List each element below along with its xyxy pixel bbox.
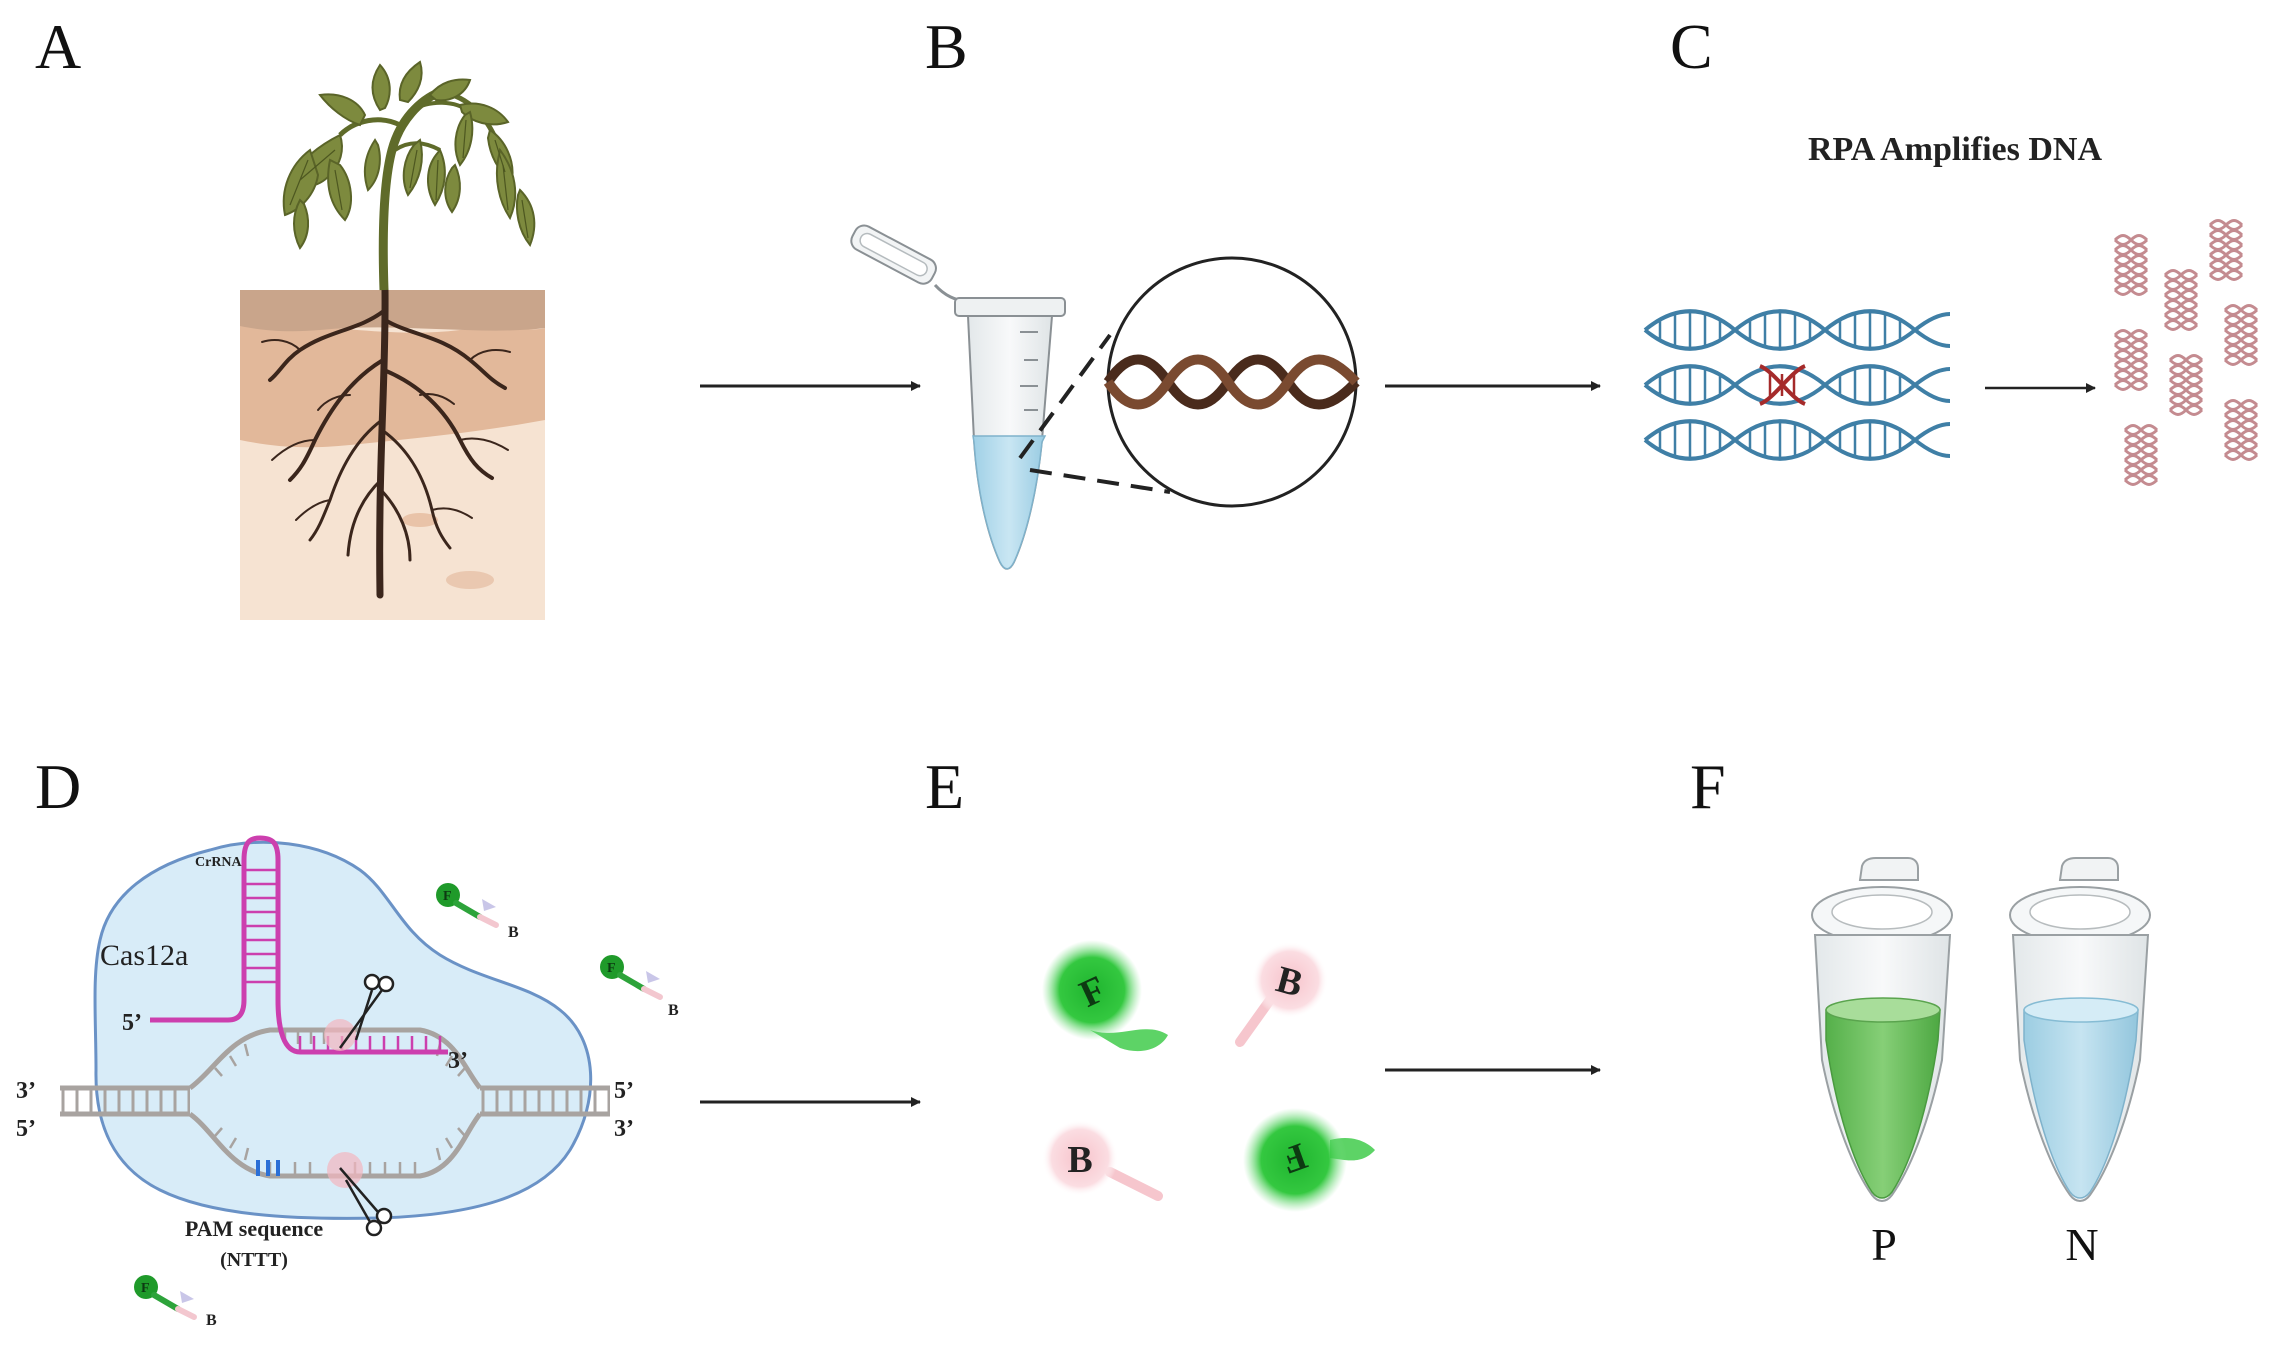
helix-row-bottom <box>1643 419 1951 461</box>
negative-label: N <box>2065 1219 2098 1270</box>
reporter-probe-icon: F B <box>436 883 519 941</box>
probe-f-label: F <box>607 961 616 976</box>
roots <box>261 286 511 599</box>
leaf-veins <box>289 119 529 239</box>
panel-f-letter: F <box>1690 751 1726 822</box>
panel-d: D <box>16 751 679 1329</box>
panel-f: F P N <box>1690 751 2151 1270</box>
negative-tube-icon <box>2009 857 2151 1202</box>
quencher-label: B <box>1067 1139 1092 1181</box>
target-dna <box>60 1027 610 1188</box>
scissors-icon <box>339 1167 393 1237</box>
leaves <box>282 60 536 250</box>
base-pairs <box>1658 312 1902 458</box>
reporter-probe-icon: F B <box>600 955 679 1019</box>
quencher-icon: B <box>1235 942 1328 1047</box>
panel-a-letter: A <box>35 11 81 82</box>
microtube-icon <box>850 224 1066 570</box>
dna-left-top-label: 3’ <box>16 1078 36 1104</box>
probe-f-label: F <box>443 889 452 904</box>
cas12a-label: Cas12a <box>100 939 188 972</box>
crrna <box>150 835 448 1055</box>
panel-b-letter: B <box>925 11 968 82</box>
dna-left-bottom-label: 5’ <box>16 1116 36 1142</box>
crrna-five-prime-label: 5’ <box>122 1010 142 1036</box>
scissors-icon <box>338 973 395 1049</box>
magnifier-circle <box>1103 256 1360 508</box>
helix-row-top <box>1643 309 1951 351</box>
quencher-icon: B <box>1042 1120 1163 1201</box>
fluorophore-icon: F <box>1042 940 1168 1052</box>
zoom-line <box>1018 333 1112 460</box>
cut-site-glow <box>327 1152 363 1188</box>
pebble <box>402 513 438 527</box>
amplicon-icon <box>2113 219 2259 486</box>
panel-e: E F B B F <box>925 751 1375 1212</box>
panel-c-title: RPA Amplifies DNA <box>1808 131 2102 168</box>
target-segment <box>1759 364 1806 406</box>
probe-b-label: B <box>668 1002 679 1019</box>
panel-c-letter: C <box>1670 11 1713 82</box>
cut-site-glow <box>324 1019 356 1051</box>
panel-a: A <box>35 11 545 620</box>
probe-b-label: B <box>508 924 519 941</box>
reporter-probe-icon: F B <box>134 1275 217 1329</box>
pam-site <box>256 1160 280 1176</box>
panel-c: C RPA Amplifies DNA <box>1643 11 2259 486</box>
probe-b-label: B <box>206 1312 217 1329</box>
pam-sequence-label: (NTTT) <box>220 1249 288 1271</box>
pam-label: PAM sequence <box>185 1216 324 1241</box>
panel-b: B <box>850 11 1360 570</box>
soil-middle <box>240 323 545 448</box>
panel-d-letter: D <box>35 751 81 822</box>
zoom-line <box>1029 468 1171 494</box>
pebble <box>446 571 494 589</box>
crrna-three-prime-label: 3’ <box>448 1048 468 1074</box>
probe-f-label: F <box>141 1281 150 1296</box>
dna-right-top-label: 5’ <box>614 1078 634 1104</box>
fluorophore-icon: F <box>1243 1108 1375 1212</box>
soil-top <box>240 290 545 332</box>
crrna-label: CrRNA <box>195 855 243 870</box>
positive-tube-icon <box>1811 857 1953 1202</box>
positive-label: P <box>1871 1219 1897 1270</box>
wilting-plant-icon <box>240 60 545 620</box>
dna-right-bottom-label: 3’ <box>614 1116 634 1142</box>
dna-stack-icon <box>1643 309 1951 461</box>
panel-e-letter: E <box>925 751 964 822</box>
dna-helix-icon <box>1103 354 1360 410</box>
